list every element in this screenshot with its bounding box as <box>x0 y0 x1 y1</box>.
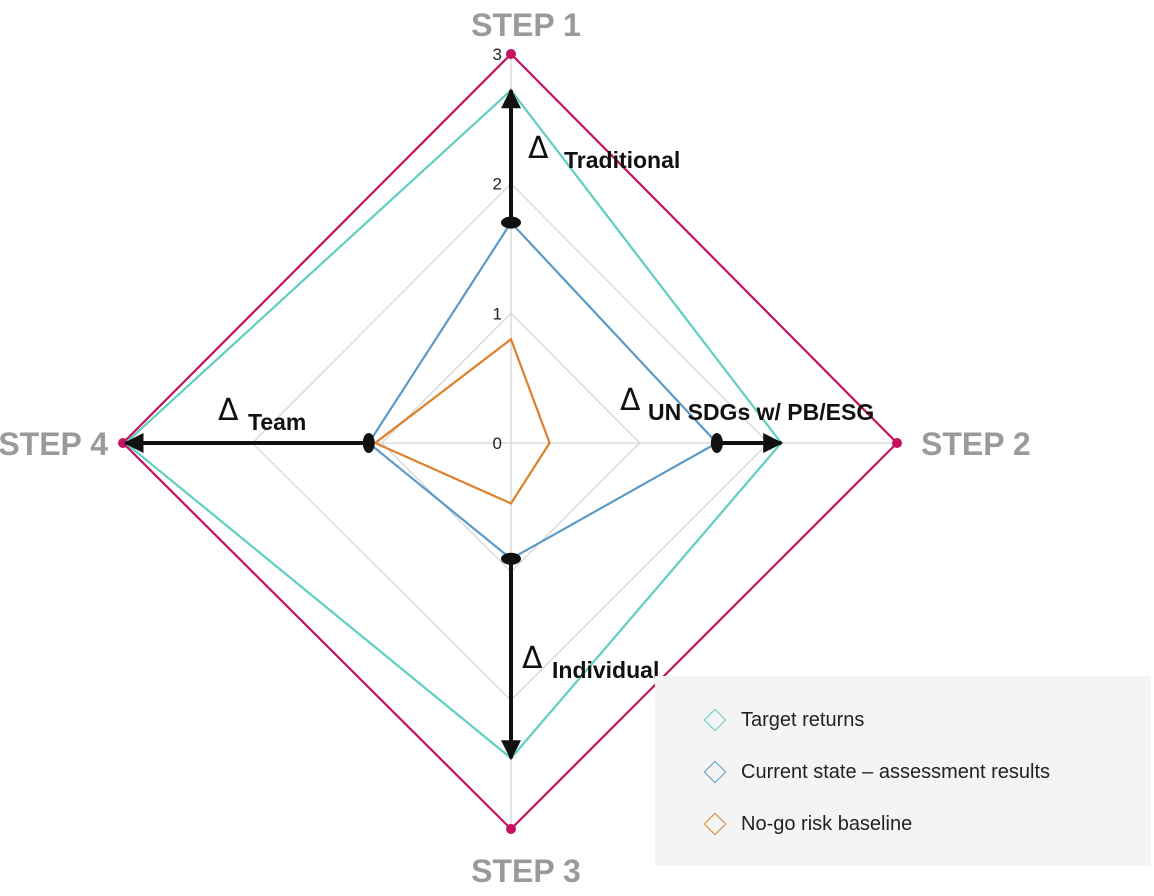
outer-frame-point <box>506 49 516 59</box>
legend-label: No-go risk baseline <box>741 812 913 835</box>
delta-symbol: Δ <box>620 383 641 418</box>
legend-item: Current state – assessment results <box>703 757 1050 787</box>
tick-label: 1 <box>493 304 502 323</box>
legend-item: No-go risk baseline <box>703 809 912 839</box>
legend-diamond-icon <box>703 760 727 784</box>
axis-label-step-2: STEP 2 <box>921 426 1031 462</box>
delta-label: Individual <box>552 657 659 683</box>
legend-diamond-icon <box>703 812 727 836</box>
delta-symbol: Δ <box>522 641 543 676</box>
axis-labels: 0 1 2 3 STEP 1 STEP 2 STEP 3 STEP 4 <box>0 7 1031 889</box>
delta-arrow-start <box>501 216 521 229</box>
legend-diamond-icon <box>703 708 727 732</box>
legend-item: Target returns <box>703 705 864 735</box>
delta-symbol: Δ <box>218 393 239 428</box>
axis-label-step-1: STEP 1 <box>471 7 581 43</box>
series-3-line <box>373 337 551 505</box>
series-2-line <box>367 220 719 561</box>
delta-label: UN SDGs w/ PB/ESG <box>648 399 874 425</box>
outer-frame-point <box>506 824 516 834</box>
delta-arrow-start <box>362 433 375 453</box>
delta-arrow-start <box>710 433 723 453</box>
delta-label: Traditional <box>564 147 680 173</box>
delta-arrow-start <box>501 552 521 565</box>
tick-label: 0 <box>493 434 502 453</box>
legend-label: Current state – assessment results <box>741 760 1051 783</box>
legend-label: Target returns <box>741 708 865 731</box>
delta-symbol: Δ <box>528 131 549 166</box>
axis-label-step-3: STEP 3 <box>471 853 581 889</box>
tick-label: 3 <box>493 45 502 64</box>
tick-label: 2 <box>493 175 502 194</box>
delta-label: Team <box>248 409 306 435</box>
axis-label-step-4: STEP 4 <box>0 426 108 462</box>
outer-frame-point <box>892 438 902 448</box>
